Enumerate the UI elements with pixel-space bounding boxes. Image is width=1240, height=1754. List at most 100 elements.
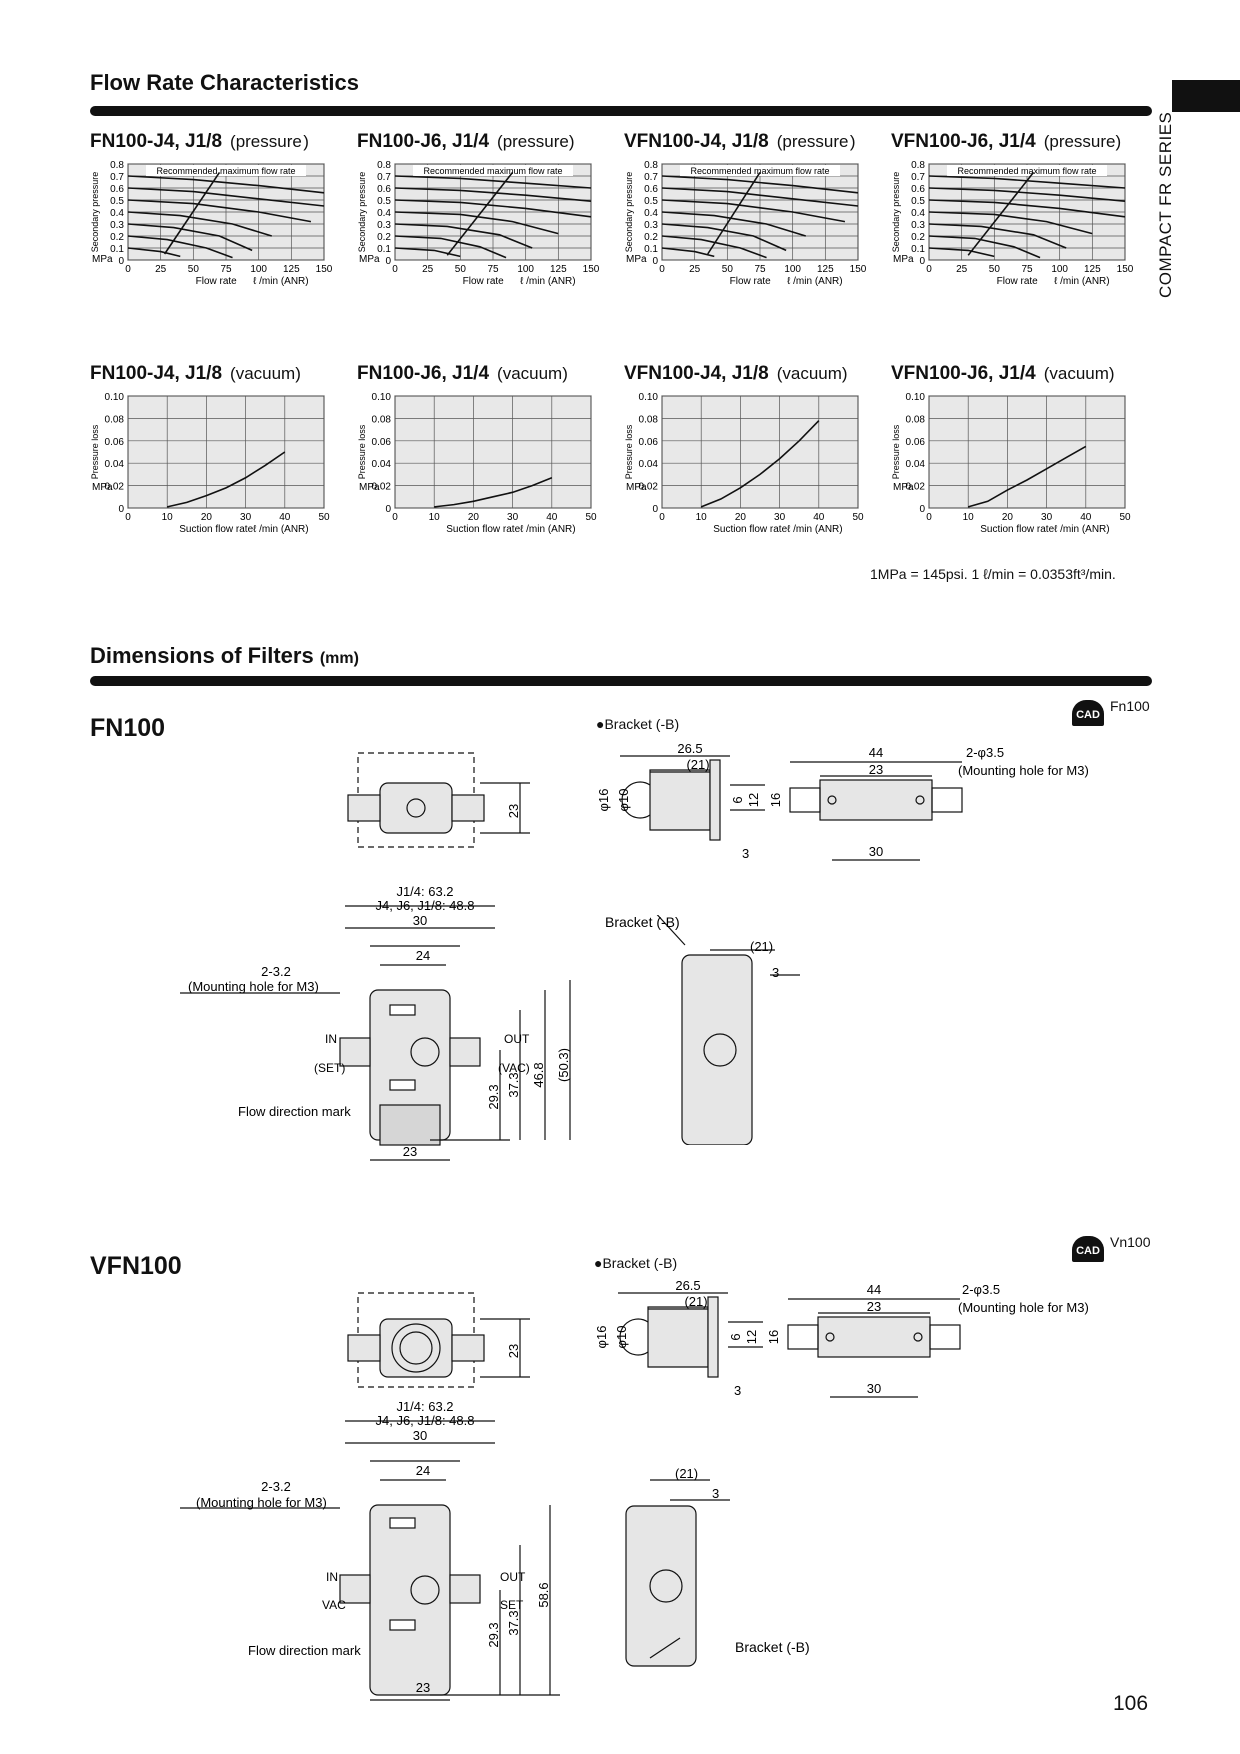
y-tick-label: 0.2	[377, 232, 391, 243]
y-tick-label: 0.06	[372, 437, 392, 448]
x-tick-label: 25	[155, 264, 167, 275]
dim-6: 6	[728, 1333, 743, 1340]
recommended-max-flow-label: Recommended maximum flow rate	[957, 166, 1096, 176]
y-tick-label: 0.8	[644, 160, 658, 171]
x-tick-label: 50	[852, 512, 864, 523]
section-rule	[90, 106, 1152, 116]
series-line	[446, 171, 514, 256]
y-tick-label: 0.1	[377, 244, 391, 255]
y-tick-label: 0.10	[906, 392, 926, 403]
fn100-bracket-view: 26.5 (21) φ16 φ10 6 12 16 3 44 23 30 2-φ…	[596, 741, 1089, 861]
y-tick-label: 0.2	[110, 232, 124, 243]
x-tick-label: 75	[1021, 264, 1033, 275]
section-rule	[90, 676, 1152, 686]
dim-3: 3	[742, 846, 749, 861]
y-tick-label: 0.06	[906, 437, 926, 448]
series-line	[967, 445, 1087, 508]
hole-note: (Mounting hole for M3)	[196, 1495, 327, 1510]
x-tick-label: 50	[989, 264, 1001, 275]
port-out: OUT	[504, 1032, 530, 1046]
y-tick-label: 0.3	[110, 220, 124, 231]
recommended-max-flow-label: Recommended maximum flow rate	[156, 166, 295, 176]
dim-top-height: 23	[506, 804, 521, 818]
y-tick-label: 0.6	[377, 184, 391, 195]
series-line	[163, 171, 221, 255]
y-tick-label: 0.4	[377, 208, 391, 219]
y-axis-unit: MPa	[359, 482, 380, 493]
y-tick-label: 0.02	[372, 482, 392, 493]
series-side-label: COMPACT FR SERIES	[1156, 111, 1175, 298]
dim-phi10: φ10	[616, 789, 631, 812]
bracket-heading: ●Bracket (-B)	[596, 716, 680, 732]
x-tick-label: 0	[926, 512, 932, 523]
y-tick-label: 0.2	[644, 232, 658, 243]
x-tick-label: 20	[1002, 512, 1014, 523]
vfn100-bracket-view: 26.5 (21) φ16 φ10 6 12 16 3 44 23 30 2-φ…	[594, 1278, 1089, 1398]
plot-area	[928, 395, 1126, 509]
y-tick-label: 0.5	[110, 196, 124, 207]
y-tick-label: 0.5	[377, 196, 391, 207]
hole-label: 2-3.2	[261, 964, 291, 979]
dim-30: 30	[867, 1381, 881, 1396]
x-tick-label: 100	[250, 264, 267, 275]
y-tick-label: 0.04	[639, 459, 659, 470]
x-tick-label: 40	[279, 512, 291, 523]
x-tick-label: 0	[926, 264, 932, 275]
dim-12: 12	[746, 793, 761, 807]
y-tick-label: 0.5	[644, 196, 658, 207]
dim-30: 30	[413, 913, 427, 928]
y-axis-label: Pressure loss	[90, 424, 100, 479]
model-title-vfn100: VFN100	[90, 1252, 182, 1280]
dim-21: (21)	[684, 1294, 707, 1309]
y-tick-label: 0.10	[105, 392, 125, 403]
y-axis-label: Secondary pressure	[891, 172, 901, 253]
series-line	[434, 477, 553, 508]
x-tick-label: 0	[392, 264, 398, 275]
series-line	[127, 175, 325, 194]
dim-j4: J4, J6, J1/8: 48.8	[375, 898, 474, 913]
x-axis-label: Flow rate	[730, 276, 772, 287]
fn100-top-view: 23	[347, 752, 530, 848]
dim-3: 3	[734, 1383, 741, 1398]
dim-26-5: 26.5	[675, 1278, 700, 1293]
dim-j14: J1/4: 63.2	[396, 1399, 453, 1414]
x-tick-label: 50	[455, 264, 467, 275]
cad-icon[interactable]: CAD	[1072, 1236, 1104, 1262]
y-tick-label: 0.8	[377, 160, 391, 171]
annotation-bg	[947, 165, 1107, 176]
y-tick-label: 0.7	[377, 172, 391, 183]
y-axis-label: Secondary pressure	[90, 172, 100, 253]
port-in-sub: (SET)	[314, 1061, 345, 1075]
y-axis-label: Pressure loss	[624, 424, 634, 479]
series-line	[394, 199, 592, 218]
x-tick-label: 10	[696, 512, 708, 523]
section-title-dimensions: Dimensions of Filters (mm)	[90, 643, 359, 668]
y-tick-label: 0.6	[110, 184, 124, 195]
y-tick-label: 0.3	[377, 220, 391, 231]
dim-58-6: 58.6	[536, 1582, 551, 1607]
port-in: IN	[325, 1032, 337, 1046]
y-tick-label: 0.4	[644, 208, 658, 219]
y-tick-label: 0.7	[110, 172, 124, 183]
y-tick-label: 0.4	[110, 208, 124, 219]
side-tab	[1172, 80, 1240, 112]
series-line	[967, 171, 1035, 256]
y-axis-unit: MPa	[92, 482, 113, 493]
vacuum-chart-title: VFN100-J6, J1/4(vacuum)	[891, 363, 1115, 384]
x-tick-label: 25	[422, 264, 434, 275]
dim-44: 44	[867, 1282, 881, 1297]
x-tick-label: 150	[850, 264, 867, 275]
y-tick-label: 0	[118, 256, 124, 267]
plot-area	[127, 395, 325, 509]
x-axis-unit: ℓ /min (ANR)	[1054, 276, 1109, 287]
y-tick-label: 0.08	[105, 414, 125, 425]
dim-26-5: 26.5	[677, 741, 702, 756]
cad-icon[interactable]: CAD	[1072, 700, 1104, 726]
annotation-bg	[680, 165, 840, 176]
y-tick-label: 0.06	[639, 437, 659, 448]
y-tick-label: 0	[652, 504, 658, 515]
dim-phi10: φ10	[614, 1326, 629, 1349]
x-tick-label: 20	[735, 512, 747, 523]
